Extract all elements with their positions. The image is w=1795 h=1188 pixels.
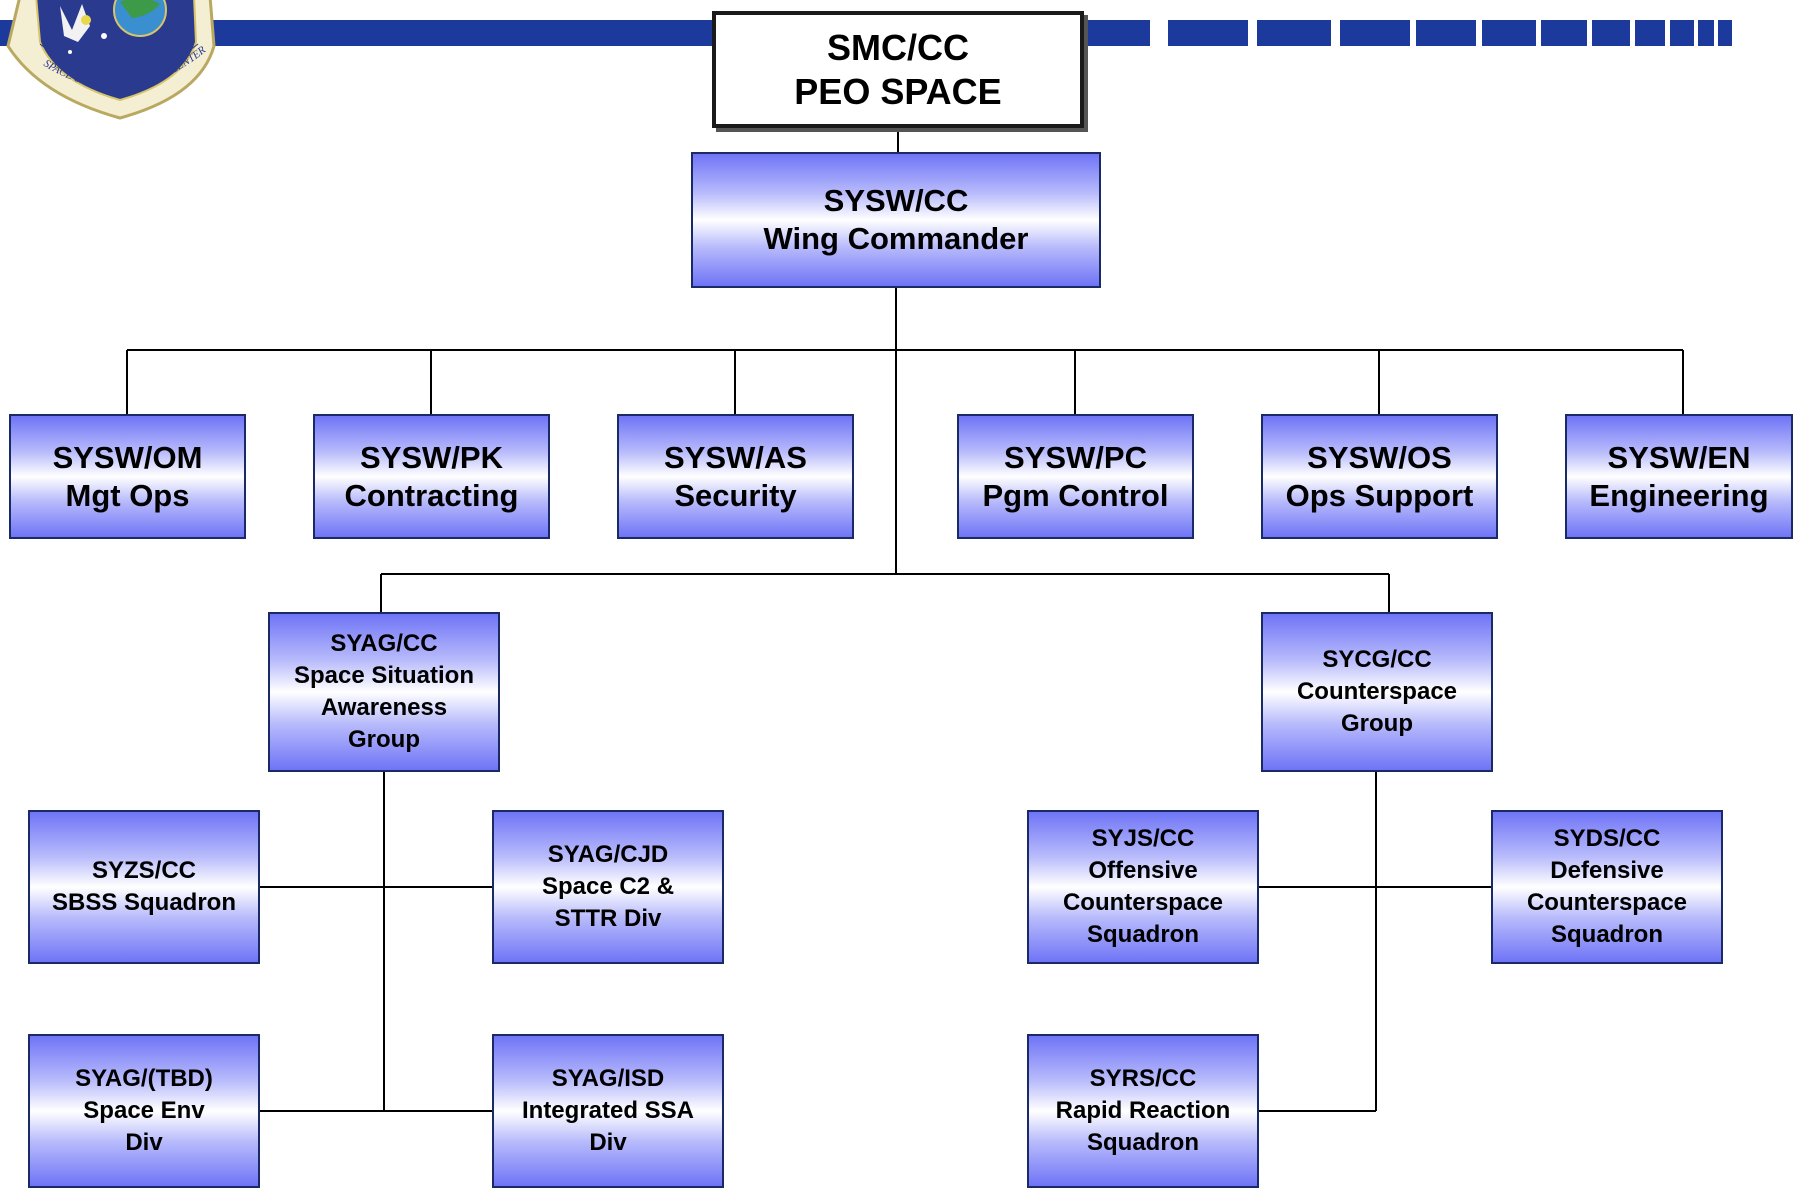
box-line: Counterspace	[1296, 678, 1458, 705]
box-line: Counterspace	[1062, 889, 1224, 916]
space-missile-systems-center-logo: SPACE & MISSILE SYSTEMS CENTER	[6, 0, 216, 120]
box-line: Ops Support	[1285, 477, 1474, 513]
box-line: Squadron	[1551, 921, 1663, 948]
box-line: SMC/CC	[827, 26, 969, 68]
box-line: SYSW/OM	[52, 439, 203, 475]
staff-box-en: SYSW/EN Engineering	[1565, 414, 1793, 539]
syds-squadron-box: SYDS/CC Defensive Counterspace Squadron	[1491, 810, 1723, 964]
box-line: SYAG/CC	[330, 630, 438, 657]
header-bar-segment	[1592, 20, 1630, 46]
staff-box-pk: SYSW/PK Contracting	[313, 414, 550, 539]
syjs-squadron-box: SYJS/CC Offensive Counterspace Squadron	[1027, 810, 1259, 964]
box-line: SYAG/(TBD)	[75, 1065, 213, 1092]
box-line: PEO SPACE	[794, 70, 1002, 112]
box-line: Defensive	[1550, 857, 1664, 884]
box-line: Contracting	[344, 477, 519, 513]
box-line: SYCG/CC	[1322, 646, 1432, 673]
box-line: Rapid Reaction	[1055, 1097, 1231, 1124]
box-line: Div	[125, 1129, 163, 1156]
smc-cc-peo-space-box: SMC/CC PEO SPACE	[712, 11, 1084, 128]
wing-commander-box: SYSW/CC Wing Commander	[691, 152, 1101, 288]
box-line: Space C2 &	[541, 873, 675, 900]
box-line: Security	[674, 477, 797, 513]
box-line: Counterspace	[1526, 889, 1688, 916]
box-line: SYSW/CC	[823, 183, 969, 219]
header-bar-segment	[1718, 20, 1732, 46]
box-line: Engineering	[1589, 477, 1769, 513]
box-line: SBSS Squadron	[51, 889, 237, 916]
box-line: SYAG/CJD	[547, 841, 669, 868]
box-line: SYSW/OS	[1307, 439, 1452, 475]
staff-box-as: SYSW/AS Security	[617, 414, 854, 539]
box-line: SYSW/AS	[664, 439, 807, 475]
box-line: SYSW/PC	[1004, 439, 1147, 475]
staff-box-os: SYSW/OS Ops Support	[1261, 414, 1498, 539]
box-line: Squadron	[1087, 921, 1199, 948]
header-bar-segment	[1670, 20, 1694, 46]
syag-isd-box: SYAG/ISD Integrated SSA Div	[492, 1034, 724, 1188]
header-bar-segment	[1482, 20, 1536, 46]
staff-box-pc: SYSW/PC Pgm Control	[957, 414, 1194, 539]
box-line: SYDS/CC	[1553, 825, 1661, 852]
box-line: Space Situation	[293, 662, 475, 689]
header-bar-segment	[1541, 20, 1587, 46]
box-line: SYSW/PK	[360, 439, 503, 475]
syrs-squadron-box: SYRS/CC Rapid Reaction Squadron	[1027, 1034, 1259, 1188]
box-line: SYRS/CC	[1089, 1065, 1197, 1092]
header-bar-segment	[1698, 20, 1714, 46]
header-bar-segment	[1168, 20, 1248, 46]
box-line: Div	[589, 1129, 627, 1156]
box-line: Awareness	[320, 694, 448, 721]
syag-cjd-box: SYAG/CJD Space C2 & STTR Div	[492, 810, 724, 964]
box-line: Pgm Control	[982, 477, 1169, 513]
header-bar-segment	[1257, 20, 1331, 46]
syzs-squadron-box: SYZS/CC SBSS Squadron	[28, 810, 260, 964]
syag-tbd-box: SYAG/(TBD) Space Env Div	[28, 1034, 260, 1188]
box-line: Space Env	[83, 1097, 205, 1124]
box-line: Group	[1341, 710, 1413, 737]
box-line: SYZS/CC	[91, 857, 196, 884]
box-line: Wing Commander	[763, 221, 1029, 256]
staff-box-om: SYSW/OM Mgt Ops	[9, 414, 246, 539]
box-line: SYJS/CC	[1091, 825, 1195, 852]
header-bar-segment	[1635, 20, 1665, 46]
syag-group-box: SYAG/CC Space Situation Awareness Group	[268, 612, 500, 772]
box-line: STTR Div	[554, 905, 662, 932]
header-bar-segment	[1416, 20, 1476, 46]
box-line: Offensive	[1088, 857, 1198, 884]
box-line: SYSW/EN	[1607, 439, 1751, 475]
box-line: SYAG/ISD	[551, 1065, 665, 1092]
sycg-group-box: SYCG/CC Counterspace Group	[1261, 612, 1493, 772]
box-line: Squadron	[1087, 1129, 1199, 1156]
box-line: Mgt Ops	[65, 477, 190, 513]
box-line: Group	[348, 726, 420, 753]
header-bar-segment	[1340, 20, 1410, 46]
box-line: Integrated SSA	[521, 1097, 695, 1124]
